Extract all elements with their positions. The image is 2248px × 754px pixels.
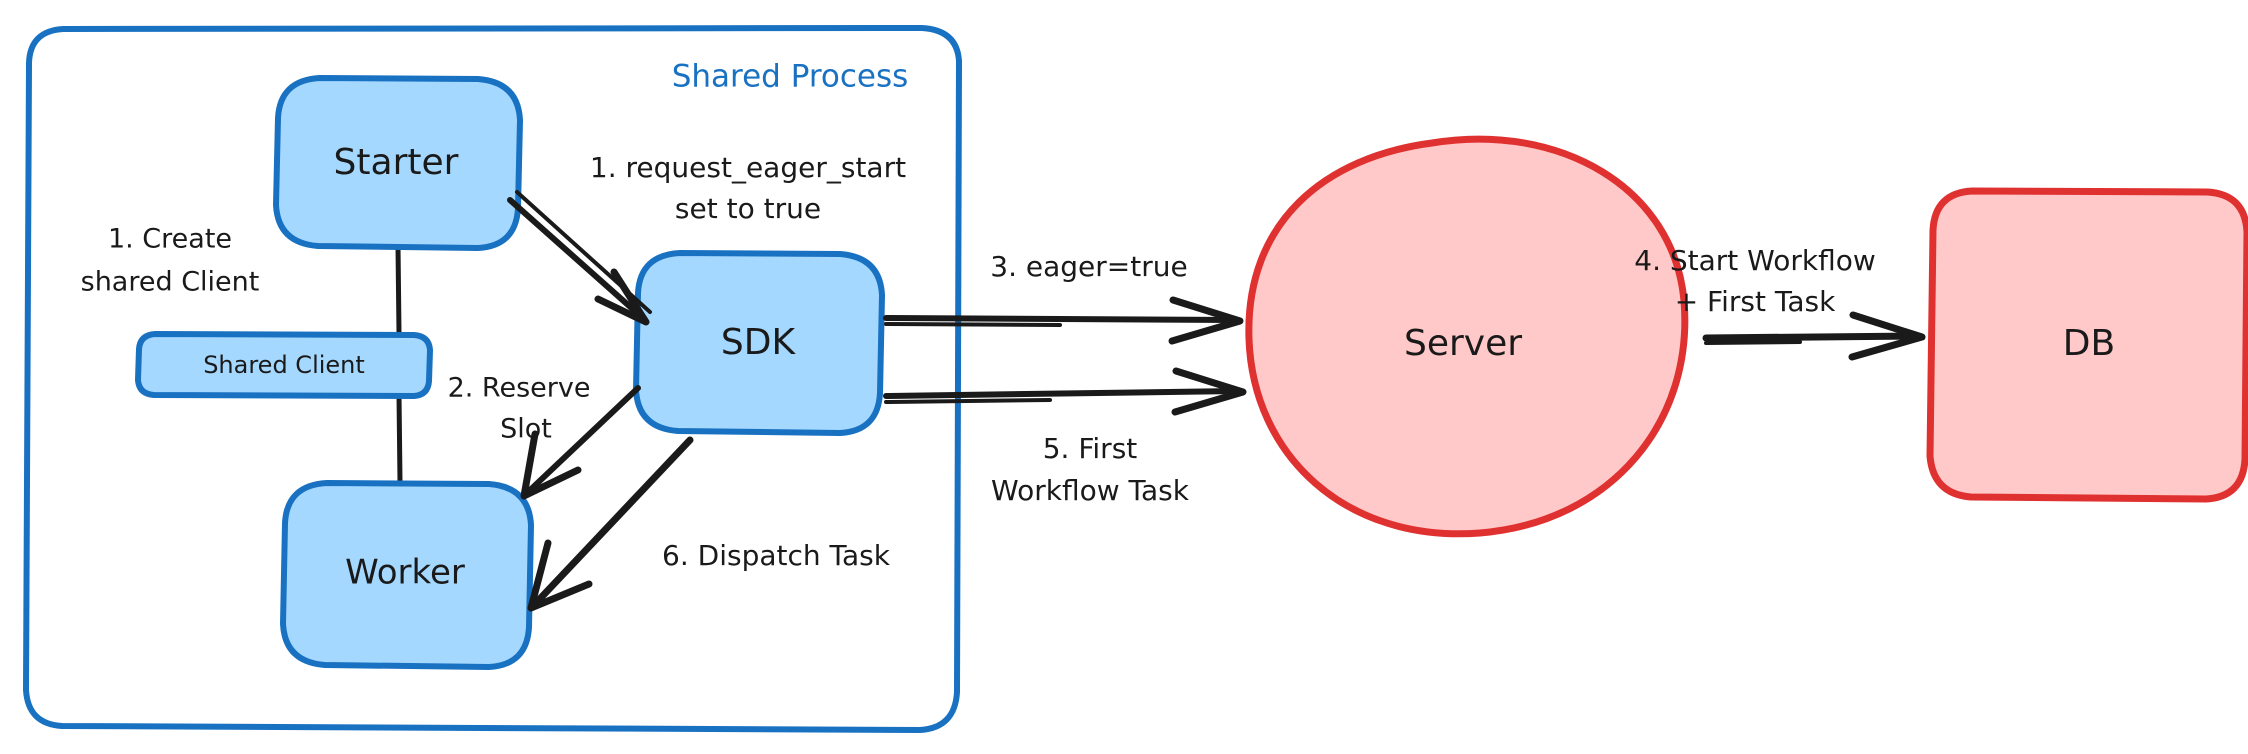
starter-label: Starter — [334, 142, 459, 183]
label-eager-true: 3. eager=true — [990, 250, 1187, 283]
eager-true-label: 3. eager=true — [990, 250, 1187, 283]
create-shared-client-line-1: 1. Create — [108, 224, 232, 255]
start-workflow-line-1: 4. Start Workflow — [1634, 244, 1876, 277]
worker-label: Worker — [345, 553, 465, 593]
first-workflow-task-line-1: 5. First — [1043, 432, 1138, 465]
db-box — [1926, 187, 2248, 503]
arrow-sdk-to-worker-dispatch-task — [527, 436, 694, 612]
label-reserve-slot: 2. Reserve Slot — [448, 373, 591, 445]
node-shared-client[interactable]: Shared Client — [135, 331, 433, 399]
create-shared-client-line-2: shared Client — [81, 267, 260, 298]
node-db[interactable]: DB — [1926, 187, 2248, 503]
reserve-slot-line-1: 2. Reserve — [448, 373, 591, 404]
node-starter[interactable]: Starter — [273, 75, 523, 251]
arrow-sdk-to-server-first-task — [883, 367, 1247, 416]
worker-box — [280, 480, 534, 670]
db-label: DB — [2063, 323, 2115, 364]
arrowhead — [1168, 296, 1244, 345]
arrowhead — [1171, 367, 1247, 416]
arrow-server-to-db — [1702, 311, 1926, 361]
server-ellipse — [1245, 135, 1689, 538]
shared-process-label: Shared Process — [672, 59, 909, 95]
server-label: Server — [1404, 323, 1522, 364]
label-request-eager-start: 1. request_eager_start set to true — [590, 151, 906, 225]
first-workflow-task-line-2: Workflow Task — [991, 474, 1190, 507]
node-worker[interactable]: Worker — [280, 480, 534, 670]
dispatch-task-label: 6. Dispatch Task — [662, 539, 891, 572]
label-dispatch-task: 6. Dispatch Task — [662, 539, 891, 572]
label-create-shared-client: 1. Create shared Client — [81, 224, 260, 298]
arrow-sdk-to-server-eager — [883, 296, 1244, 345]
arrowhead — [594, 268, 650, 326]
sdk-box — [633, 250, 885, 436]
start-workflow-line-2: + First Task — [1675, 285, 1836, 318]
arrow-starter-to-sdk — [507, 190, 652, 326]
starter-box — [273, 75, 523, 251]
arrowhead — [520, 430, 582, 500]
sdk-label: SDK — [721, 322, 797, 363]
shared-process-border — [23, 25, 962, 733]
request-eager-start-line-1: 1. request_eager_start — [590, 151, 906, 184]
arrow-sdk-to-worker-reserve-slot — [520, 385, 641, 500]
reserve-slot-line-2: Slot — [500, 414, 552, 445]
shared-process-group: Shared Process — [23, 25, 962, 733]
starter-shared-client-worker-connector — [395, 243, 403, 485]
node-server[interactable]: Server — [1245, 135, 1689, 538]
label-first-workflow-task: 5. First Workflow Task — [991, 432, 1190, 507]
shared-client-box — [135, 331, 433, 399]
request-eager-start-line-2: set to true — [675, 192, 821, 225]
label-start-workflow: 4. Start Workflow + First Task — [1634, 244, 1876, 318]
arrowhead — [1848, 311, 1926, 361]
node-sdk[interactable]: SDK — [633, 250, 885, 436]
shared-client-label: Shared Client — [203, 351, 365, 379]
arrowhead — [527, 539, 593, 612]
